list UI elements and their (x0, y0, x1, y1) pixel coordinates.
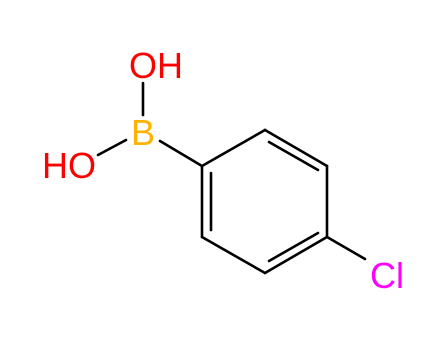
atom-label-boron: B (131, 112, 155, 153)
bond-boron-ring (158, 139, 204, 168)
atom-label-chlorine: Cl (370, 255, 404, 296)
ring-bond-5 (200, 235, 267, 275)
ring-double-bond-1 (267, 140, 320, 172)
ring-bond-1 (200, 128, 267, 168)
bond-boron-oh-left (96, 138, 128, 157)
ring-double-bond-2 (267, 231, 320, 263)
ring-bond-4 (263, 235, 329, 275)
bond-ring-chlorine (325, 235, 367, 261)
atom-label-oh-top: OH (129, 45, 183, 86)
ring-bond-2 (263, 128, 329, 168)
atom-label-oh-left: HO (42, 145, 96, 186)
